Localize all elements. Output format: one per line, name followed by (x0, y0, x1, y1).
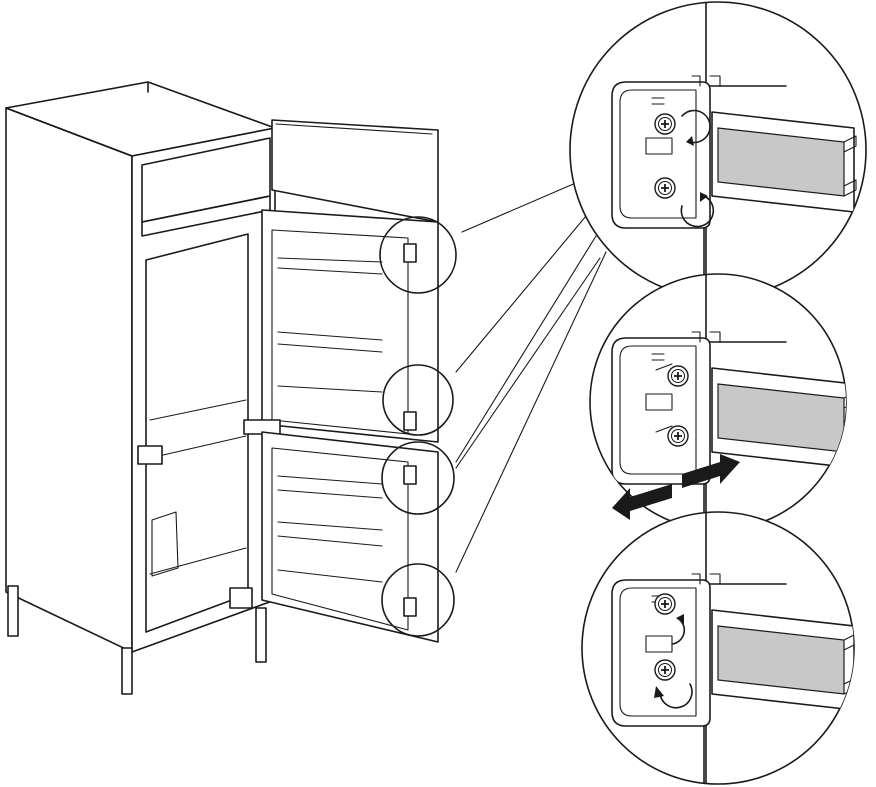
cabinet (5, 81, 276, 695)
lower-door (137, 431, 439, 643)
leader-lines (455, 181, 607, 573)
double-arrow-icon (612, 454, 740, 520)
detail-loosen (569, 1, 867, 299)
hinge-callouts (379, 216, 457, 637)
upper-door (243, 209, 439, 443)
detail-adjust (589, 273, 847, 531)
freezer-lid (271, 119, 439, 223)
detail-tighten (581, 511, 855, 785)
